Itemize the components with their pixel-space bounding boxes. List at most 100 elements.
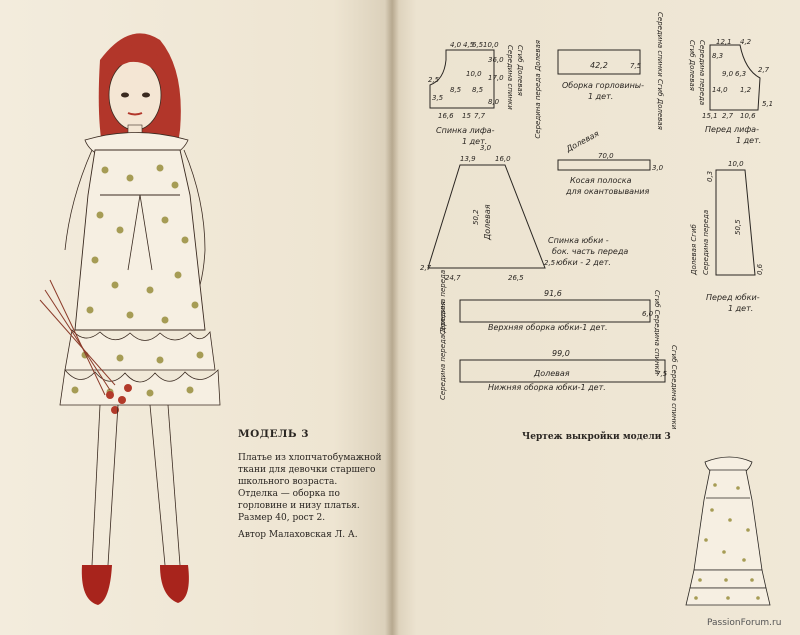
dim-text: 4,5: [463, 41, 475, 49]
dim-text: 50,5: [734, 219, 742, 235]
side-label: Середина переда: [439, 270, 447, 335]
piece-label: юбки - 2 дет.: [556, 258, 611, 267]
piece-label: 1 дет.: [462, 137, 487, 146]
model-description-line: Размер 40, рост 2.: [238, 513, 326, 523]
model-author: Автор Малаховская Л. А.: [238, 530, 358, 540]
dim-text: 99,0: [552, 349, 570, 358]
dim-text: 8,5: [472, 86, 484, 94]
dim-text: 13,9: [460, 155, 476, 163]
piece-label: Нижняя оборка юбки-1 дет.: [488, 383, 606, 392]
dim-text: 24,7: [445, 274, 461, 282]
piece-label: Косая полоска: [570, 176, 632, 185]
neck-frill-outline: [557, 49, 641, 75]
dim-text: 12,1: [716, 38, 732, 46]
dim-text: 6,5: [472, 41, 484, 49]
side-label: Середина переда: [702, 210, 710, 275]
pattern-title: Чертеж выкройки модели 3: [522, 432, 671, 442]
dim-text: 50,2: [472, 209, 480, 225]
upper-frill-outline: [459, 299, 651, 323]
dim-text: 0,3: [706, 171, 714, 182]
dim-text: 4,0: [450, 41, 462, 49]
piece-label: Перед юбки-: [706, 293, 760, 302]
front-skirt-outline: [715, 169, 756, 276]
dim-text: 70,0: [598, 152, 614, 160]
dim-text: 3,0: [480, 144, 492, 152]
dim-text: 10,0: [728, 160, 744, 168]
piece-label: Верхняя оборка юбки-1 дет.: [488, 323, 608, 332]
dim-text: 7,5: [630, 62, 642, 70]
piece-label: Оборка горловины-: [562, 81, 644, 90]
grain-label: Долевая: [483, 204, 492, 241]
dim-text: 14,0: [712, 86, 728, 94]
dim-text: 1,2: [740, 86, 752, 94]
dim-text: 2,5: [428, 76, 440, 84]
dim-text: 7,5: [656, 370, 668, 378]
model-description-line: Отделка — оборка по: [238, 489, 340, 499]
side-label: Сгиб Долевая: [516, 45, 524, 96]
model-description-line: школьного возраста.: [238, 477, 338, 487]
side-label: Сгиб Середина спинки: [670, 345, 678, 430]
piece-label: для окантовывания: [565, 187, 649, 196]
piece-label: бок. часть переда: [552, 247, 628, 256]
dim-text: 42,2: [590, 61, 608, 70]
dim-text: 5,1: [762, 100, 773, 108]
dim-text: 91,6: [544, 289, 562, 298]
dim-text: 3,0: [652, 164, 664, 172]
dim-text: 4,2: [740, 38, 752, 46]
girl-illustration: [39, 33, 221, 605]
small-dress-sketch: [685, 456, 771, 606]
dim-text: 8,0: [488, 98, 500, 106]
dim-text: 2,7: [722, 112, 734, 120]
side-label: Долевая Сгиб: [690, 224, 698, 276]
lower-frill-outline: [459, 359, 666, 383]
side-label: Середина спинки Сгиб Долевая: [656, 12, 664, 130]
piece-label: Спинка юбки -: [548, 236, 609, 245]
dim-text: 10,0: [483, 41, 499, 49]
back-skirt-outline: [427, 164, 546, 269]
grain-label: Долевая: [533, 369, 570, 378]
dim-text: 2,7: [758, 66, 770, 74]
dim-text: 6,3: [735, 70, 746, 78]
piece-label: 1 дет.: [588, 92, 613, 101]
front-bodice-outline: [709, 44, 761, 111]
side-label: Сгиб Долевая: [688, 40, 696, 91]
dim-text: 6,0: [642, 310, 654, 318]
side-label: Сгиб Середина спинки: [653, 290, 661, 375]
dim-text: 8,5: [450, 86, 462, 94]
grain-label: Долевая: [564, 129, 601, 154]
side-label: Середина спинки: [506, 45, 514, 110]
watermark: PassionForum.ru: [707, 618, 782, 628]
back-bodice-outline: [429, 49, 495, 109]
dim-text: 7,7: [474, 112, 486, 120]
side-label: Середина переда Долевая: [534, 40, 542, 139]
dim-text: 0,6: [756, 263, 764, 275]
book-gutter: [385, 0, 399, 635]
dim-text: 9,0: [722, 70, 734, 78]
dim-text: 2,5: [544, 259, 556, 267]
dim-text: 17,0: [488, 74, 504, 82]
model-description-line: ткани для девочки старшего: [238, 465, 376, 475]
dim-text: 36,0: [488, 56, 504, 64]
dim-text: 3,5: [432, 94, 444, 102]
model-description-line: горловине и низу платья.: [238, 501, 360, 511]
dim-text: 16,6: [438, 112, 454, 120]
dim-text: 2,7: [420, 264, 432, 272]
dim-text: 10,6: [740, 112, 756, 120]
bias-strip-outline: [557, 159, 651, 171]
dim-text: 15: [462, 112, 471, 120]
model-title: МОДЕЛЬ 3: [238, 428, 310, 440]
dim-text: 16,0: [495, 155, 511, 163]
piece-label: 1 дет.: [736, 136, 761, 145]
dim-text: 26,5: [508, 274, 524, 282]
piece-label: Перед лифа-: [705, 125, 759, 134]
side-label: Середина переда Долевая: [439, 301, 447, 400]
piece-label: 1 дет.: [728, 304, 753, 313]
dim-text: 15,1: [702, 112, 718, 120]
dim-text: 10,0: [466, 70, 482, 78]
piece-label: Спинка лифа-: [436, 126, 495, 135]
model-description-line: Платье из хлопчатобумажной: [238, 453, 382, 463]
model-caption: МОДЕЛЬ 3 Платье из хлопчатобумажной ткан…: [238, 428, 388, 540]
dim-text: 8,3: [712, 52, 723, 60]
